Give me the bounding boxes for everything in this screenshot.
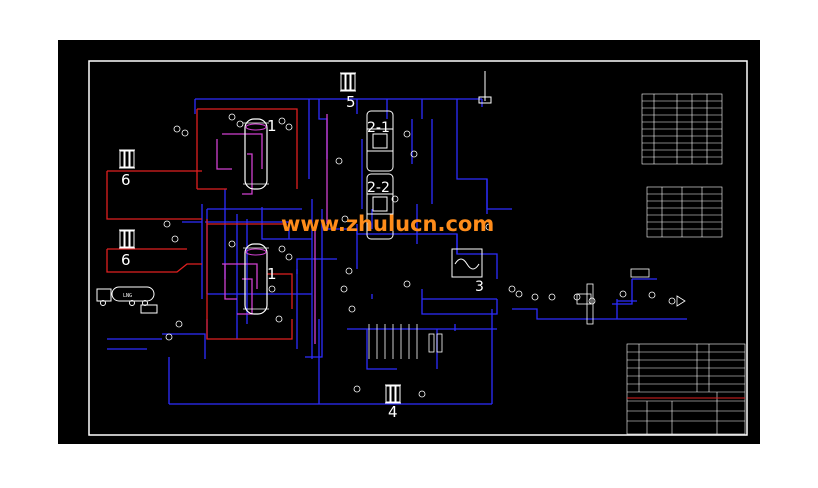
cad-drawing-viewport: 1 1 5 2-1 2-2 3 4 — [57, 39, 761, 445]
legend-table-top — [641, 93, 723, 165]
vaporizer-6-top-label: 6 — [121, 171, 131, 189]
truck-label: LNG — [123, 293, 132, 299]
outer-border — [57, 39, 761, 445]
heater-2-1: 2-1 — [366, 110, 394, 172]
tank-1-top-label: 1 — [267, 117, 277, 135]
title-block — [626, 343, 746, 435]
vaporizer-6-bottom: 6 — [119, 229, 135, 269]
lng-tanker-truck: LNG — [96, 286, 158, 314]
vaporizer-5-label: 5 — [346, 93, 356, 111]
heater-2-2: 2-2 — [366, 173, 394, 240]
vaporizer-4-label: 4 — [388, 403, 398, 421]
tank-1-bottom-label: 1 — [267, 265, 277, 283]
heater-2-1-label: 2-1 — [367, 120, 390, 136]
heat-exchanger-3: 3 — [451, 248, 484, 295]
inner-frame — [88, 60, 748, 436]
vaporizer-5: 5 — [340, 72, 356, 111]
vent-stack — [478, 71, 492, 104]
watermark-text: www.zhulucn.com — [281, 212, 494, 236]
instrument-symbols — [163, 113, 676, 398]
magenta-pipework — [216, 114, 328, 344]
cad-drawing: 1 1 5 2-1 2-2 3 4 — [57, 39, 761, 445]
legend-table-middle — [646, 186, 723, 238]
vaporizer-6-top: 6 — [119, 149, 135, 189]
vaporizer-6-bottom-label: 6 — [121, 251, 131, 269]
valve-group-bottom — [368, 324, 443, 359]
heat-exchanger-3-label: 3 — [475, 279, 484, 295]
vaporizer-4: 4 — [385, 384, 401, 421]
right-equipment — [576, 268, 686, 325]
storage-tank-1-top: 1 — [243, 117, 277, 190]
storage-tank-1-bottom: 1 — [243, 243, 277, 315]
red-pipework — [106, 108, 298, 340]
blue-pipework — [107, 98, 687, 405]
heater-2-2-label: 2-2 — [367, 180, 390, 196]
